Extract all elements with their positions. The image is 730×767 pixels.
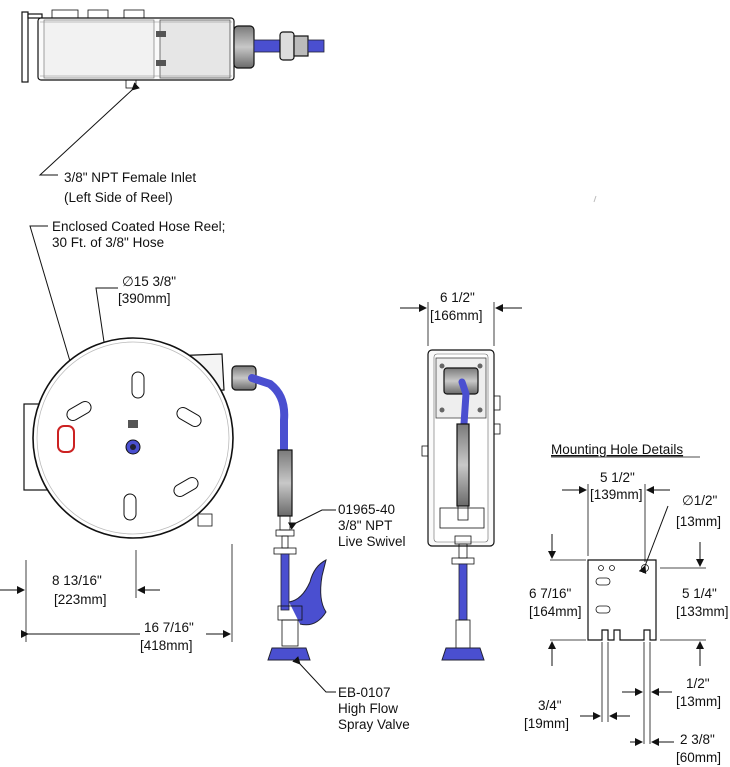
valve-callout-line2: High Flow (338, 701, 398, 716)
swivel-callout-line1: 01965-40 (338, 502, 395, 517)
reel-callout-line2: 30 Ft. of 3/8" Hose (52, 235, 164, 250)
overall-width-dimension-mm: [418mm] (140, 638, 193, 653)
side-width-dimension: 6 1/2" (440, 290, 475, 305)
mounting-details-title: Mounting Hole Details (551, 442, 683, 457)
slot-spacing-dimension-mm: [60mm] (676, 750, 721, 765)
mounting-width-dimension: 5 1/2" (600, 470, 635, 485)
valve-callout-line3: Spray Valve (338, 717, 410, 732)
center-offset-dimension: 8 13/16" (52, 573, 102, 588)
hole-spacing-dimension-mm: [133mm] (676, 604, 729, 619)
overall-width-dimension: 16 7/16" (144, 620, 194, 635)
diameter-dimension: ∅15 3/8" (122, 274, 176, 289)
hole-diameter-dimension: ∅1/2" (682, 493, 718, 508)
hose-sleeve (277, 449, 293, 517)
slot-width-dimension-mm: [13mm] (676, 694, 721, 709)
mounting-plate (587, 559, 657, 641)
center-offset-dimension-mm: [223mm] (54, 592, 107, 607)
spray-valve-head (267, 647, 311, 661)
slot-width-dimension: 1/2" (686, 676, 710, 691)
side-width-dimension-mm: [166mm] (430, 308, 483, 323)
mounting-height-dimension: 6 7/16" (529, 586, 572, 601)
diameter-dimension-mm: [390mm] (118, 291, 171, 306)
hole-spacing-dimension: 5 1/4" (682, 586, 717, 601)
slot-spacing-dimension: 2 3/8" (680, 732, 715, 747)
spray-valve-handle (288, 559, 327, 626)
slot-offset-dimension: 3/4" (538, 698, 562, 713)
top-view-reel (21, 9, 325, 89)
mounting-width-dimension-mm: [139mm] (590, 487, 643, 502)
swivel-callout-line2: 3/8" NPT (338, 518, 392, 533)
mounting-height-dimension-mm: [164mm] (529, 604, 582, 619)
swivel-callout-line3: Live Swivel (338, 534, 406, 549)
inlet-callout-line1: 3/8" NPT Female Inlet (64, 170, 196, 185)
front-hose (248, 374, 289, 454)
slot-offset-dimension-mm: [19mm] (524, 716, 569, 731)
hole-diameter-dimension-mm: [13mm] (676, 514, 721, 529)
reel-callout-line1: Enclosed Coated Hose Reel; (52, 219, 225, 234)
valve-callout-line1: EB-0107 (338, 685, 391, 700)
side-hose (458, 378, 470, 428)
inlet-callout-line2: (Left Side of Reel) (64, 190, 173, 205)
front-view-reel (23, 337, 257, 539)
